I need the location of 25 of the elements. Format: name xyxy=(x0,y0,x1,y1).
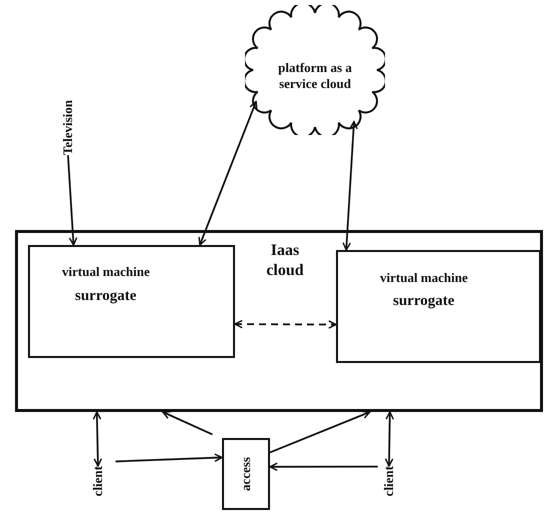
vertical-label: client xyxy=(381,466,397,496)
box-subtitle: surrogate xyxy=(75,287,136,306)
vertical-label: Television xyxy=(60,100,76,156)
arrow xyxy=(342,120,358,251)
box-subtitle: surrogate xyxy=(393,292,454,311)
arrow xyxy=(92,411,102,467)
box-title: virtual machine xyxy=(380,270,468,286)
cloud-shape xyxy=(245,5,385,135)
arrow xyxy=(269,462,378,472)
box-title: Iaas cloud xyxy=(265,241,305,281)
box-title: virtual machine xyxy=(62,264,150,280)
vertical-label: client xyxy=(90,466,106,496)
process-box xyxy=(28,245,235,358)
arrow xyxy=(384,411,394,467)
process-box xyxy=(15,230,543,412)
dashed-arrow xyxy=(234,320,337,329)
process-box xyxy=(336,250,541,363)
box-title: platform as a service cloud xyxy=(277,60,353,92)
arrow xyxy=(270,410,371,454)
arrow xyxy=(162,410,213,436)
arrow xyxy=(67,155,78,246)
arrow xyxy=(198,100,258,246)
arrow xyxy=(116,453,223,462)
access-box xyxy=(222,438,270,510)
box-label: access xyxy=(238,457,254,491)
